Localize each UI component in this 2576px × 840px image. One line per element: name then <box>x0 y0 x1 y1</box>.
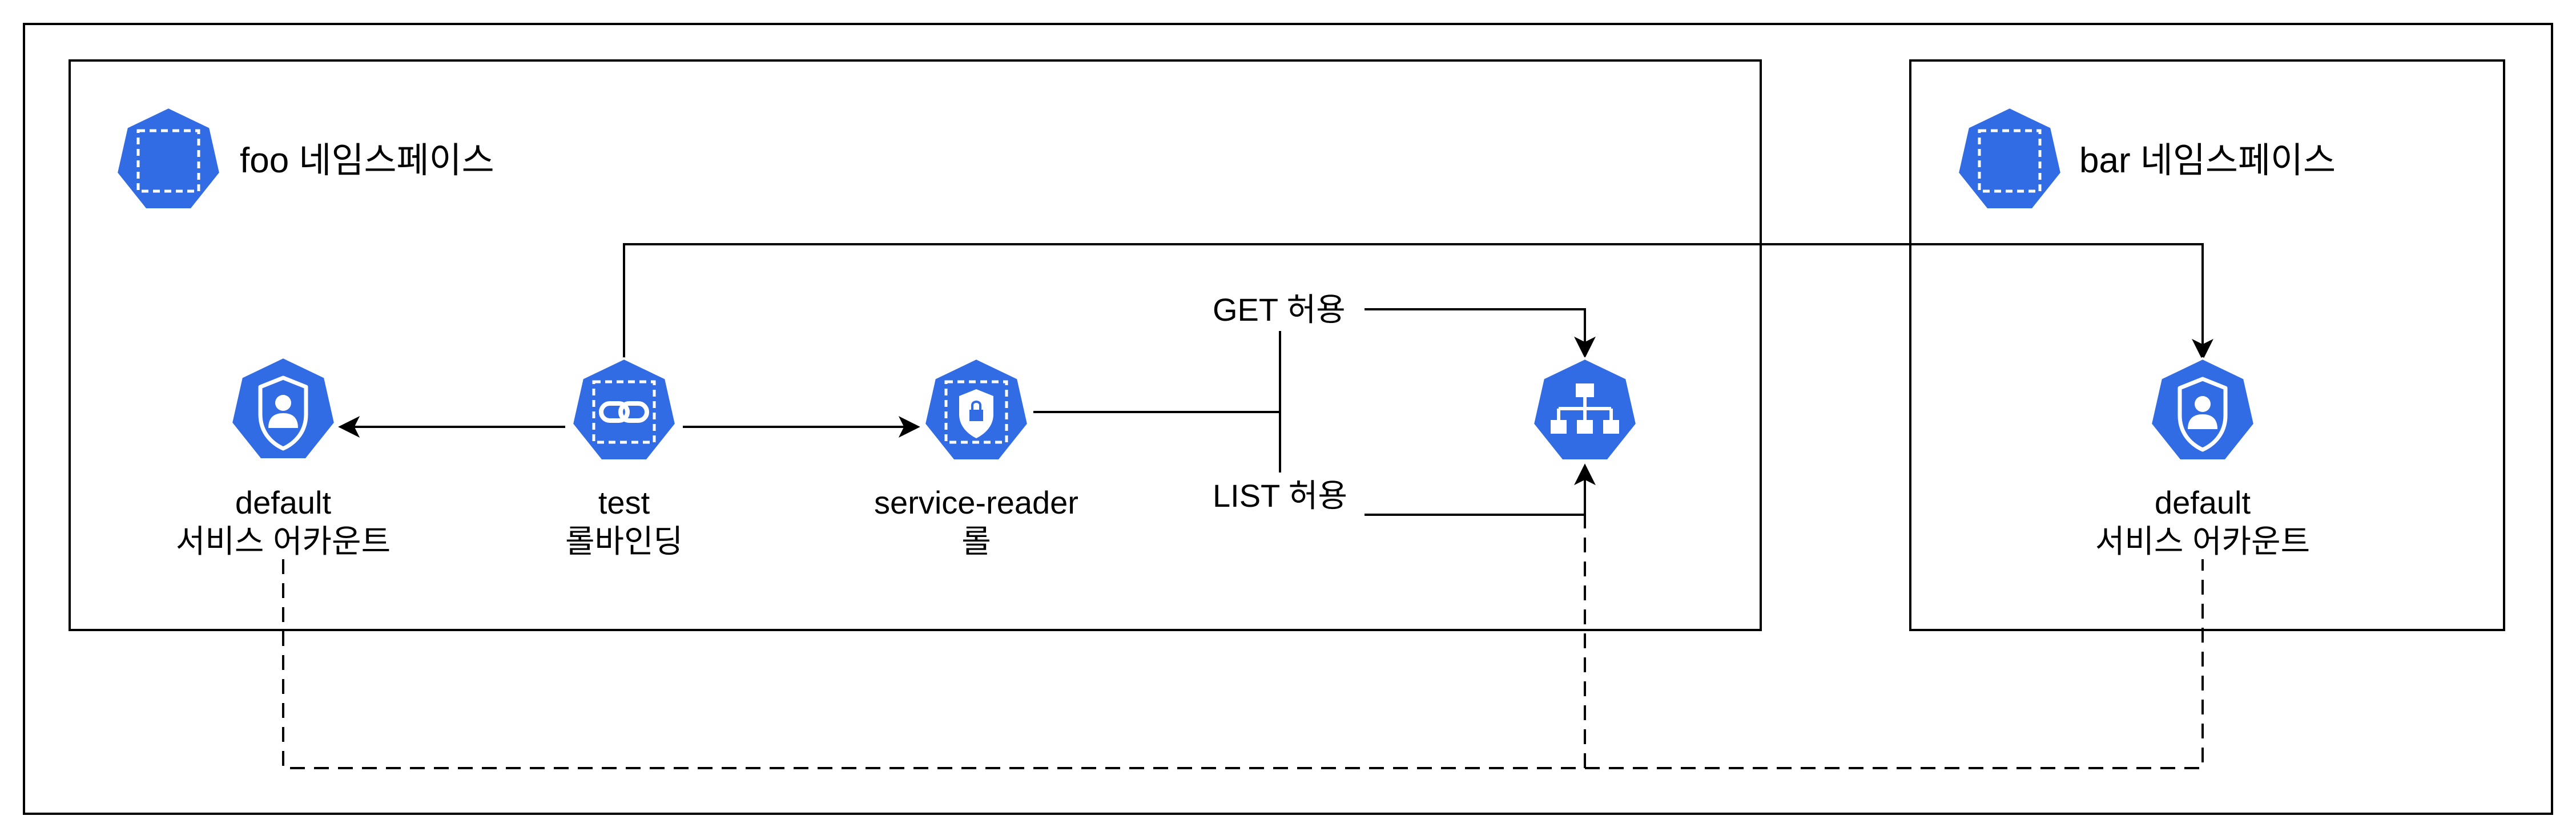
foo-service-account-kind: 서비스 어카운트 <box>176 523 391 559</box>
role-binding-icon <box>570 357 678 462</box>
role-kind: 롤 <box>961 523 991 559</box>
role-binding-node[interactable]: test 롤바인딩 <box>565 357 683 559</box>
role-node[interactable]: service-reader 롤 <box>874 357 1078 559</box>
get-label-bg <box>1199 285 1365 331</box>
role-binding-kind: 롤바인딩 <box>565 523 683 559</box>
foo-namespace-title: foo 네임스페이스 <box>240 141 494 180</box>
list-permission-label: LIST 허용 <box>1213 478 1347 514</box>
get-permission-label: GET 허용 <box>1213 292 1346 328</box>
role-binding-name: test <box>598 484 650 520</box>
bar-service-account-node[interactable]: default 서비스 어카운트 <box>2095 357 2310 559</box>
connectors <box>282 243 2213 769</box>
foo-service-account-node[interactable]: default 서비스 어카운트 <box>176 356 391 559</box>
get-permission-arrow <box>1359 308 1596 358</box>
dashed-access-path <box>282 559 2204 769</box>
foo-service-account-name: default <box>235 484 332 520</box>
binding-to-bar-account-arrow <box>623 243 2213 361</box>
bar-service-account-name: default <box>2155 484 2251 520</box>
foo-namespace: foo 네임스페이스 <box>69 59 1762 631</box>
namespace-icon <box>115 106 222 211</box>
namespace-icon <box>1956 106 2063 211</box>
list-label-bg <box>1199 472 1365 518</box>
foo-namespace-box <box>69 59 1762 631</box>
service-account-icon <box>2149 357 2256 462</box>
role-icon <box>923 357 1030 462</box>
bar-namespace-title: bar 네임스페이스 <box>2079 141 2336 180</box>
bar-service-account-kind: 서비스 어카운트 <box>2095 523 2310 559</box>
service-icon <box>1531 357 1639 462</box>
service-node[interactable] <box>1531 357 1639 462</box>
role-name: service-reader <box>874 484 1078 520</box>
service-account-icon <box>230 356 337 461</box>
